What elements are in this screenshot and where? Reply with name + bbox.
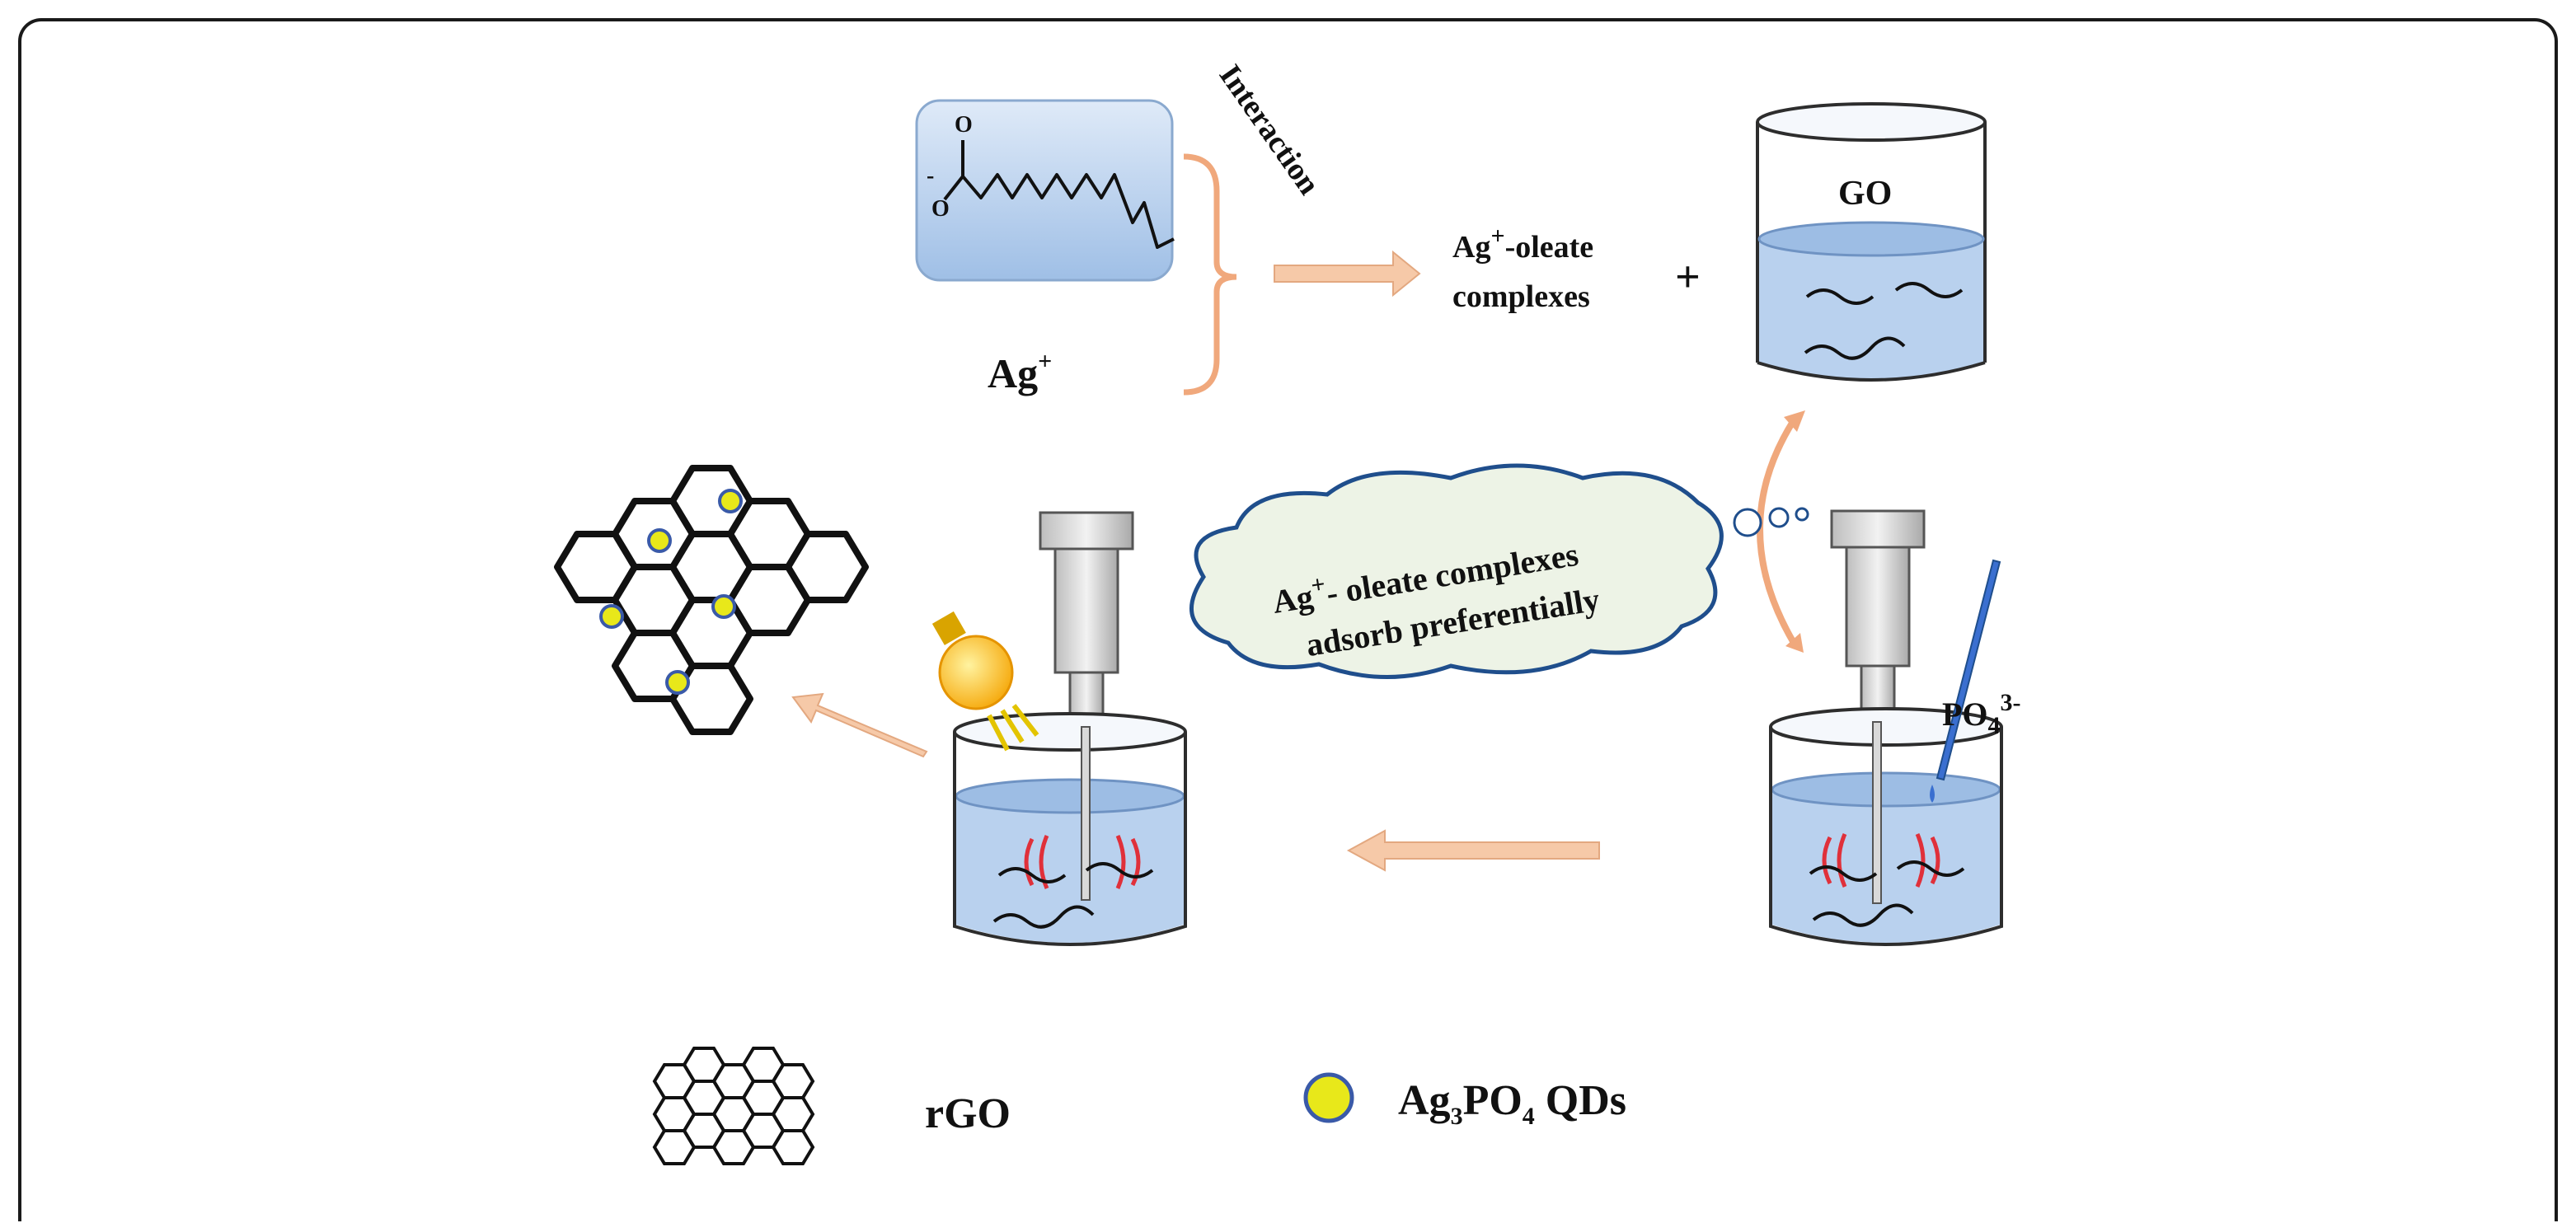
plus-sign: + — [1675, 252, 1701, 302]
oleate-o-top: O — [955, 112, 973, 138]
light-bulb-icon — [931, 611, 1039, 752]
legend-qd-label: Ag3PO4 QDs — [1398, 1077, 1626, 1130]
rgo-qd-product — [554, 465, 869, 735]
go-beaker: GO — [1756, 102, 1987, 382]
legend-qd-icon — [1303, 1072, 1354, 1123]
curved-arrow-down — [1757, 418, 1797, 645]
bracket — [1183, 153, 1237, 396]
thought-bubbles — [1733, 507, 1809, 537]
po4-label: PO43- — [1942, 689, 2021, 739]
complex-label-line1: Ag+-oleate — [1452, 223, 1593, 265]
oleate-minus: - — [927, 163, 934, 189]
ag-ion-label: Ag+ — [988, 348, 1052, 396]
arrow-to-product — [791, 692, 928, 758]
figure-frame — [18, 18, 2558, 1221]
oleate-molecule-box: O - O — [915, 99, 1175, 282]
arrow-right-to-left — [1346, 829, 1600, 872]
arrow-to-complexes — [1274, 250, 1421, 298]
cloud-callout: Ag+- oleate complexes adsorb preferentia… — [1189, 463, 1724, 679]
left-sonication-beaker — [931, 511, 1187, 946]
legend-rgo-label: rGO — [925, 1090, 1011, 1137]
oleate-o-bottom: O — [931, 196, 950, 222]
go-label: GO — [1838, 175, 1892, 213]
right-sonication-beaker: PO43- — [1769, 509, 2021, 946]
legend-rgo-icon — [652, 1047, 815, 1165]
qd-dots — [599, 489, 743, 695]
interaction-label: Interaction — [1213, 59, 1327, 201]
complex-label-line2: complexes — [1452, 279, 1590, 314]
